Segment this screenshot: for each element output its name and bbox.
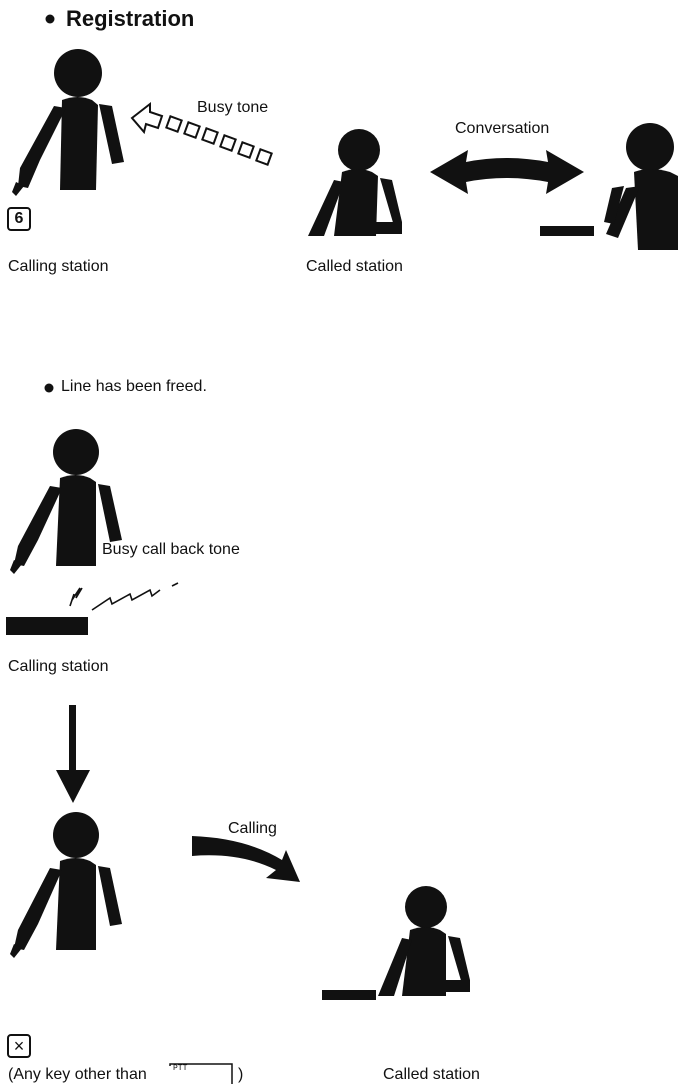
- down-arrow: [56, 705, 90, 803]
- key-x-label: ×: [8, 1035, 30, 1057]
- ptt-key-label: PTT: [173, 1064, 187, 1073]
- handset-3: [322, 990, 376, 1000]
- called-person-figure-3: [378, 886, 470, 996]
- called-person-figure: [308, 129, 402, 236]
- key-note-prefix: (Any key other than: [8, 1066, 147, 1084]
- handset: [540, 226, 594, 236]
- busy-call-back-tone-label: Busy call back tone: [102, 541, 240, 559]
- called-station-caption: Called station: [306, 258, 403, 276]
- key-6-label: 6: [8, 208, 30, 230]
- called-station-caption-3: Called station: [383, 1066, 480, 1084]
- section-title: Registration: [66, 6, 194, 32]
- ring-signal-lines: [70, 583, 178, 610]
- handset-2: [6, 617, 88, 635]
- calling-arrow: [192, 836, 300, 882]
- note-bullet: [45, 384, 54, 393]
- title-bullet: [46, 15, 55, 24]
- key-note-suffix: ): [238, 1066, 243, 1084]
- calling-person-figure: [12, 49, 124, 196]
- calling-station-caption: Calling station: [8, 258, 109, 276]
- other-party-figure: [604, 123, 678, 250]
- calling-station-caption-2: Calling station: [8, 658, 109, 676]
- conversation-double-arrow: [430, 150, 584, 194]
- line-freed-note: Line has been freed.: [61, 378, 207, 396]
- calling-person-figure-3: [10, 812, 122, 958]
- conversation-label: Conversation: [455, 120, 549, 138]
- calling-label: Calling: [228, 820, 277, 838]
- busy-tone-label: Busy tone: [197, 99, 268, 117]
